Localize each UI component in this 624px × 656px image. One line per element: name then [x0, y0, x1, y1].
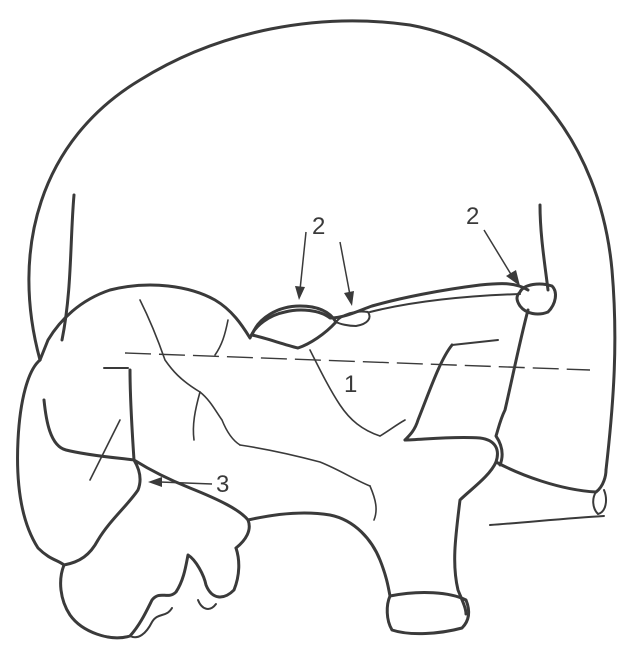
- left-maxilla-outline: [61, 460, 239, 638]
- right-orbit-dash: [452, 340, 498, 345]
- right-cheek-outline: [496, 462, 606, 492]
- label-2-center: 2: [312, 213, 325, 240]
- palate-outline: [248, 513, 390, 596]
- incisor-block: [387, 593, 468, 634]
- right-face-outline: [496, 310, 528, 465]
- label-3: 3: [216, 471, 229, 498]
- broken-vault-edge: [40, 284, 528, 360]
- crack-9: [90, 420, 120, 480]
- nasal-region-outline: [405, 437, 497, 614]
- bone-fragment-right: [517, 284, 555, 314]
- crack-8: [370, 486, 376, 520]
- arrow-2-left-shaft: [300, 232, 306, 290]
- left-temporal-outline: [18, 360, 64, 565]
- arrow-2-right-shaft: [484, 230, 512, 276]
- right-parietal-line: [540, 205, 548, 290]
- arrow-3-head: [148, 477, 162, 487]
- right-orbit-outline: [405, 345, 452, 440]
- reference-line-1: [125, 353, 590, 370]
- crack-3: [240, 445, 370, 486]
- crack-5: [380, 420, 405, 436]
- tooth-left: [198, 600, 216, 609]
- arrow-3-shaft: [160, 482, 212, 484]
- crack-6: [215, 320, 228, 355]
- left-teeth-edge: [130, 608, 172, 637]
- label-2-right: 2: [466, 203, 479, 230]
- label-1: 1: [344, 371, 357, 398]
- left-orbit-outline: [44, 370, 134, 460]
- arrow-2-mid-shaft: [340, 242, 350, 295]
- right-cheek-detail: [490, 516, 604, 525]
- arrow-2-left-head: [295, 286, 305, 300]
- crack-2: [200, 392, 240, 445]
- right-zygoma-notch: [593, 490, 606, 514]
- arrow-2-mid-head: [344, 291, 354, 306]
- crack-7: [193, 392, 200, 440]
- vault-rim-inner: [370, 294, 520, 312]
- zygomatic-region-left: [134, 460, 249, 548]
- crack-1: [140, 300, 200, 392]
- cranial-vault-outline: [29, 21, 615, 470]
- bone-fragment-center: [252, 306, 336, 348]
